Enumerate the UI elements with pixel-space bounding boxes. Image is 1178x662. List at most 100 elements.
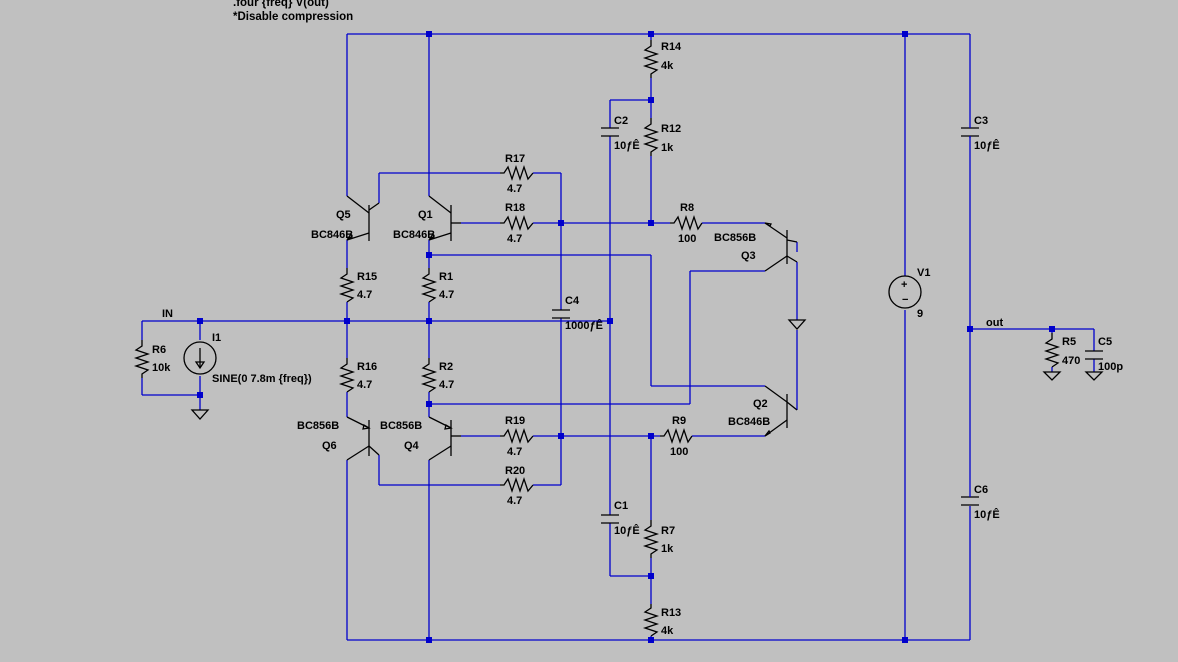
C4-capacitor[interactable]: C4 1000ƒÊ	[552, 295, 603, 332]
R18-value: 4.7	[507, 233, 522, 245]
R14-resistor[interactable]: R14 4k	[642, 40, 682, 78]
R13-value: 4k	[661, 625, 674, 637]
R17-value: 4.7	[507, 183, 522, 195]
Q5-model: BC846B	[311, 229, 353, 241]
R1-value: 4.7	[439, 289, 454, 301]
Q6-name: Q6	[322, 440, 337, 452]
C5-value: 100p	[1098, 361, 1123, 373]
R6-name: R6	[152, 344, 166, 356]
R2-value: 4.7	[439, 379, 454, 391]
ground-icon	[1042, 371, 1062, 381]
V1-name: V1	[917, 267, 930, 279]
Q4-name: Q4	[404, 440, 420, 452]
R17-resistor[interactable]: R17 4.7	[500, 153, 534, 195]
four-directive: .four {freq} V(out)	[233, 0, 329, 9]
C4-value: 1000ƒÊ	[565, 319, 603, 332]
Q2-name: Q2	[753, 398, 768, 410]
R14-name: R14	[661, 41, 682, 53]
R2-name: R2	[439, 361, 453, 373]
R19-value: 4.7	[507, 446, 522, 458]
Q6-model: BC856B	[297, 420, 339, 432]
Q4-model: BC856B	[380, 420, 422, 432]
R15-name: R15	[357, 271, 377, 283]
Q3-model: BC856B	[714, 232, 756, 244]
R7-name: R7	[661, 525, 675, 537]
R7-resistor[interactable]: R7 1k	[642, 520, 675, 558]
Q4-transistor[interactable]: BC856B Q4	[380, 416, 461, 461]
ground-icon	[190, 409, 210, 420]
I1-current-source[interactable]: I1 SINE(0 7.8m {freq})	[183, 332, 312, 385]
C1-capacitor[interactable]: C1 10ƒÊ	[601, 500, 640, 537]
R18-resistor[interactable]: R18 4.7	[500, 202, 534, 245]
I1-name: I1	[212, 332, 221, 344]
R2-resistor[interactable]: R2 4.7	[420, 358, 454, 393]
R17-name: R17	[505, 153, 525, 165]
junctions	[197, 31, 1055, 643]
Q1-model: BC846B	[393, 229, 435, 241]
R19-name: R19	[505, 415, 525, 427]
R9-resistor[interactable]: R9 100	[660, 415, 693, 458]
R8-name: R8	[680, 202, 694, 214]
Q1-name: Q1	[418, 209, 433, 221]
C2-capacitor[interactable]: C2 10ƒÊ	[601, 115, 640, 152]
plus-icon: +	[901, 279, 907, 291]
C6-name: C6	[974, 484, 988, 496]
R20-name: R20	[505, 465, 525, 477]
minus-icon: −	[902, 294, 908, 306]
R8-value: 100	[678, 233, 696, 245]
R16-name: R16	[357, 361, 377, 373]
C4-name: C4	[565, 295, 580, 307]
R8-resistor[interactable]: R8 100	[670, 202, 703, 245]
R9-value: 100	[670, 446, 688, 458]
I1-value: SINE(0 7.8m {freq})	[212, 373, 312, 385]
R12-name: R12	[661, 123, 681, 135]
Q2-model: BC846B	[728, 416, 770, 428]
Q5-transistor[interactable]: Q5 BC846B	[311, 195, 380, 241]
R1-resistor[interactable]: R1 4.7	[420, 268, 454, 303]
C1-value: 10ƒÊ	[614, 524, 640, 537]
R20-value: 4.7	[507, 495, 522, 507]
C2-name: C2	[614, 115, 628, 127]
R13-name: R13	[661, 607, 681, 619]
R12-value: 1k	[661, 142, 674, 154]
net-label-in: IN	[162, 308, 173, 320]
comment-directive: *Disable compression	[233, 11, 353, 23]
R13-resistor[interactable]: R13 4k	[642, 604, 681, 637]
Q3-transistor[interactable]: BC856B Q3	[714, 222, 798, 272]
C2-value: 10ƒÊ	[614, 139, 640, 152]
R5-value: 470	[1062, 355, 1080, 367]
C5-capacitor[interactable]: C5 100p	[1085, 336, 1123, 373]
R12-resistor[interactable]: R12 1k	[642, 118, 681, 156]
V1-voltage-source[interactable]: + − V1 9	[888, 267, 930, 320]
Q3-name: Q3	[741, 250, 756, 262]
C1-name: C1	[614, 500, 628, 512]
R18-name: R18	[505, 202, 525, 214]
C3-value: 10ƒÊ	[974, 139, 1000, 152]
R16-resistor[interactable]: R16 4.7	[338, 358, 377, 393]
R9-name: R9	[672, 415, 686, 427]
V1-value: 9	[917, 308, 923, 320]
R5-name: R5	[1062, 336, 1076, 348]
net-label-out: out	[986, 317, 1003, 329]
R14-value: 4k	[661, 60, 674, 72]
C3-name: C3	[974, 115, 988, 127]
R16-value: 4.7	[357, 379, 372, 391]
C6-capacitor[interactable]: C6 10ƒÊ	[961, 484, 1000, 521]
R5-resistor[interactable]: R5 470	[1043, 333, 1080, 368]
Q6-transistor[interactable]: BC856B Q6	[297, 416, 380, 461]
Q1-transistor[interactable]: Q1 BC846B	[393, 195, 461, 241]
ground-triangle-icon	[787, 319, 807, 330]
R6-value: 10k	[152, 362, 171, 374]
R1-name: R1	[439, 271, 453, 283]
C6-value: 10ƒÊ	[974, 508, 1000, 521]
R6-resistor[interactable]: R6 10k	[133, 340, 171, 378]
R7-value: 1k	[661, 543, 674, 555]
Q2-transistor[interactable]: Q2 BC846B	[728, 385, 798, 437]
Q5-name: Q5	[336, 209, 351, 221]
R15-resistor[interactable]: R15 4.7	[338, 268, 377, 303]
R19-resistor[interactable]: R19 4.7	[500, 415, 534, 458]
C5-name: C5	[1098, 336, 1112, 348]
C3-capacitor[interactable]: C3 10ƒÊ	[961, 115, 1000, 152]
R20-resistor[interactable]: R20 4.7	[500, 465, 534, 507]
